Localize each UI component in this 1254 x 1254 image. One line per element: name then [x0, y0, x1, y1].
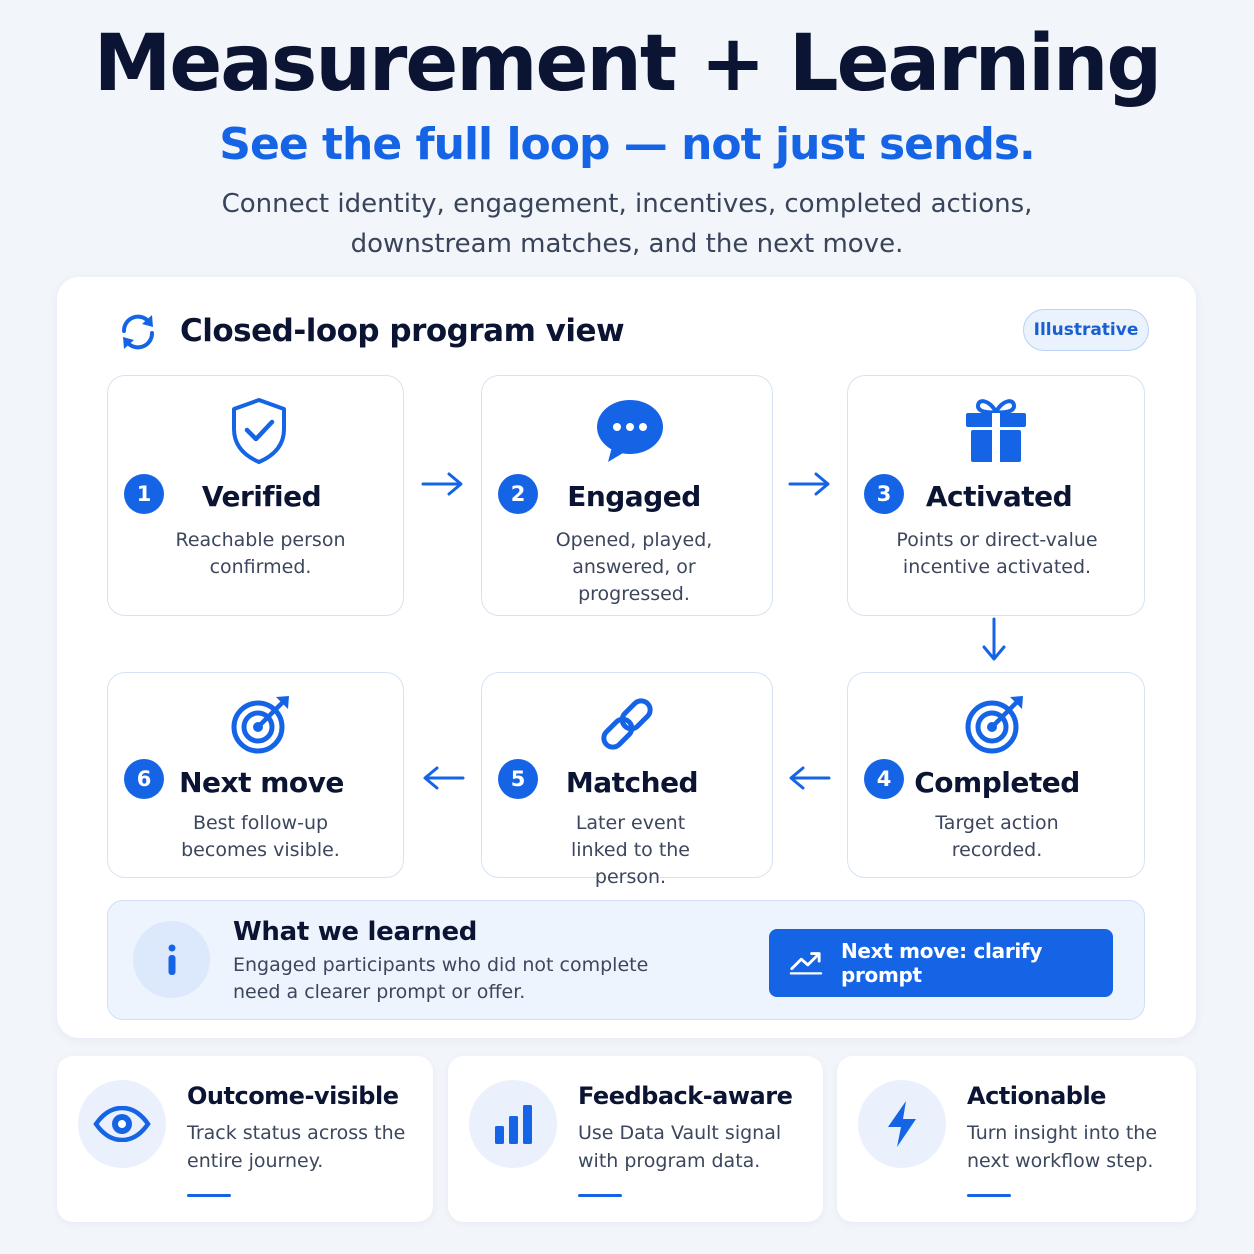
step-number: 1 [124, 474, 164, 514]
gift-icon [966, 399, 1026, 462]
step-card-matched: 5 Matched Later event linked to the pers… [481, 672, 773, 888]
step-title: Engaged [567, 480, 701, 513]
feature-title: Outcome-visible [187, 1082, 399, 1110]
step-description: Target action recorded. [935, 812, 1059, 861]
step-description: Opened, played, answered, or progressed. [555, 529, 713, 605]
eye-icon [78, 1080, 166, 1168]
arrow-right-icon [788, 472, 830, 496]
next-move-button[interactable]: Next move: clarify prompt [769, 929, 1113, 997]
step-title: Next move [179, 766, 344, 799]
page-description: Connect identity, engagement, incentives… [221, 189, 1033, 259]
learned-title: What we learned [233, 917, 478, 947]
step-card-verified: 1 Verified Reachable person confirmed. [107, 375, 404, 616]
feature-title: Feedback-aware [578, 1082, 793, 1110]
step-description: Best follow-up becomes visible. [181, 812, 340, 861]
link-icon [601, 698, 653, 750]
feature-description: Turn insight into the next workflow step… [967, 1122, 1158, 1172]
step-title: Matched [565, 766, 699, 799]
feature-description: Use Data Vault signal with program data. [578, 1122, 782, 1172]
arrow-down-icon [982, 617, 1006, 661]
feature-title: Actionable [967, 1082, 1106, 1110]
page-subtitle: See the full loop — not just sends. [219, 119, 1035, 170]
trend-up-icon [789, 952, 823, 975]
feature-card-actionable: Actionable Turn insight into the next wo… [837, 1056, 1196, 1222]
step-card-engaged: 2 Engaged Opened, played, answered, or p… [481, 375, 773, 616]
feature-card-outcome-visible: Outcome-visible Track status across the … [57, 1056, 433, 1222]
target-icon [965, 696, 1023, 754]
step-card-next-move: 6 Next move Best follow-up becomes visib… [107, 672, 404, 878]
step-title: Completed [914, 766, 1080, 799]
feature-accent-bar [578, 1194, 622, 1197]
arrow-right-icon [421, 472, 463, 496]
feature-accent-bar [967, 1194, 1011, 1197]
step-card-completed: 4 Completed Target action recorded. [847, 672, 1145, 878]
refresh-loop-icon [121, 314, 155, 350]
step-title: Verified [201, 480, 322, 513]
next-move-button-label: Next move: clarify prompt [840, 939, 1043, 987]
feature-card-feedback-aware: Feedback-aware Use Data Vault signal wit… [448, 1056, 823, 1222]
step-description: Later event linked to the person. [570, 812, 690, 888]
step-title: Activated [925, 480, 1073, 513]
step-number: 4 [864, 759, 904, 799]
step-number: 3 [864, 474, 904, 514]
page-title: Measurement + Learning [93, 19, 1162, 109]
step-description: Reachable person confirmed. [175, 529, 346, 578]
step-number: 2 [498, 474, 538, 514]
step-card-activated: 3 Activated Points or direct-value incen… [847, 375, 1145, 616]
learned-description: Engaged participants who did not complet… [233, 954, 649, 1003]
target-icon [231, 696, 289, 754]
step-description: Points or direct-value incentive activat… [896, 529, 1098, 578]
feature-description: Track status across the entire journey. [187, 1122, 406, 1172]
shield-check-icon [232, 398, 286, 464]
step-number: 5 [498, 759, 538, 799]
feature-accent-bar [187, 1194, 231, 1197]
arrow-left-icon [423, 766, 465, 790]
bar-chart-icon [469, 1080, 557, 1168]
chat-bubble-icon [597, 400, 663, 462]
info-icon [133, 921, 210, 998]
step-number: 6 [124, 759, 164, 799]
arrow-left-icon [789, 766, 831, 790]
lightning-icon [858, 1080, 946, 1168]
illustrative-badge: Illustrative [1023, 309, 1149, 351]
panel-title: Closed-loop program view [180, 313, 625, 349]
